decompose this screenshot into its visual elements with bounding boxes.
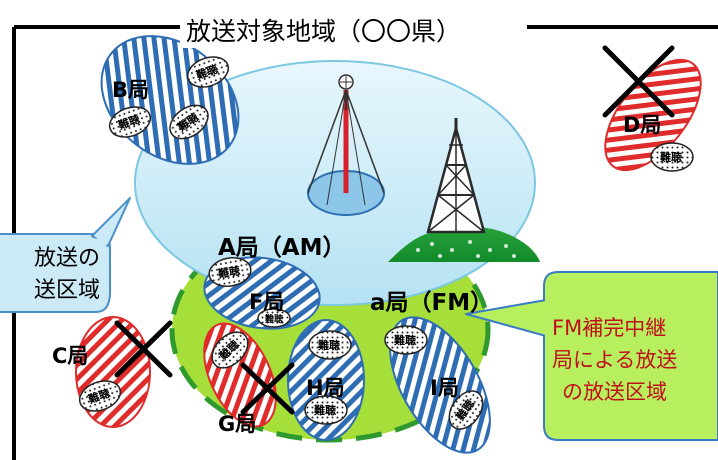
station-c-label: C局 <box>52 344 89 368</box>
station-a-label: A局（AM） <box>218 235 346 261</box>
region-title: 放送対象地域（〇〇県） <box>180 12 468 48</box>
fm-area-callout-line3: の放送区域 <box>562 380 667 404</box>
station-g-label: G局 <box>218 412 257 436</box>
fm-area-callout-line1: FM補完中継 <box>552 316 667 340</box>
am-callout-shape <box>0 197 131 313</box>
fm-tower <box>388 118 540 262</box>
nancho-label: 難聴 <box>660 151 682 164</box>
fm-area-callout-line2: 局による放送 <box>552 348 678 372</box>
station-c-area <box>75 316 151 428</box>
station-h-label: H局 <box>306 376 345 400</box>
station-f-label: F局 <box>249 290 285 314</box>
nancho-label: 難聴 <box>318 339 340 352</box>
nancho-label: 難聴 <box>265 315 284 325</box>
station-i-label: I局 <box>430 376 459 400</box>
station-fm-label: a局（FM） <box>370 290 494 316</box>
fm-callout-shape <box>465 271 718 441</box>
am-area-callout-line1: 放送の <box>33 246 100 271</box>
exclusion-marks <box>114 45 675 415</box>
nancho-label: 難聴 <box>394 334 416 347</box>
station-b-label: B局 <box>112 78 150 102</box>
station-d-label: D局 <box>623 113 662 137</box>
nancho-ovals <box>78 56 694 430</box>
am-area-callout-line2: 送区域 <box>33 278 100 303</box>
nancho-label: 難聴 <box>314 404 336 417</box>
am-antenna <box>307 74 385 216</box>
